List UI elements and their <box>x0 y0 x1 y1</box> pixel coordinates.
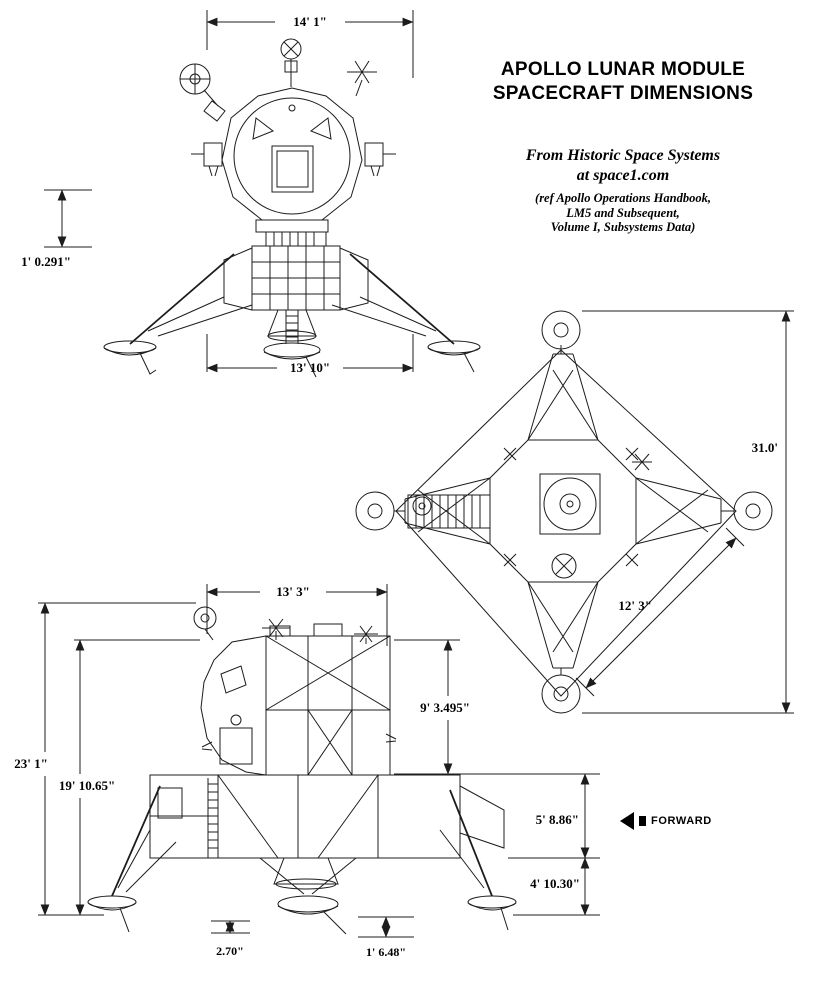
forward-arrow-icon <box>620 812 634 830</box>
front-view-drawing: 14' 1" 1' 0.291" 13' 10" <box>21 10 481 378</box>
forward-indicator: FORWARD <box>620 812 712 830</box>
page-title-line1: APOLLO LUNAR MODULE <box>500 59 746 80</box>
side-dim-ascent-height: 9' 3.495" <box>420 700 470 715</box>
front-dim-left-height: 1' 0.291" <box>21 254 71 269</box>
front-ascent-stage <box>191 87 396 247</box>
source-attribution: From Historic Space Systems at space1.co… <box>455 146 791 186</box>
reference-line3: Volume I, Subsystems Data) <box>550 220 696 234</box>
side-dim-descent-height: 5' 8.86" <box>536 812 579 827</box>
side-view-drawing: 13' 3" 23' 1" 19' 10.65" 9' 3.495" 5' 8.… <box>14 584 600 959</box>
front-antennas <box>179 38 377 122</box>
forward-arrow-shaft <box>639 816 646 826</box>
side-antennas <box>193 606 378 644</box>
side-dimension-lines <box>38 584 600 938</box>
top-dim-overall-height: 31.0' <box>752 440 778 455</box>
reference-line1: (ref Apollo Operations Handbook, <box>535 191 711 205</box>
side-landing-gear <box>87 785 517 935</box>
side-ascent-stage <box>200 623 397 776</box>
forward-label: FORWARD <box>651 815 712 827</box>
top-outriggers <box>394 345 734 675</box>
front-dim-top-width: 14' 1" <box>293 14 327 29</box>
top-dimension-lines <box>575 310 794 714</box>
side-dim-probe-b: 1' 6.48" <box>366 945 406 959</box>
source-line2: at space1.com <box>576 167 670 184</box>
reference-line2: LM5 and Subsequent, <box>566 205 680 220</box>
reference-note: (ref Apollo Operations Handbook, LM5 and… <box>455 191 791 235</box>
page-title-line2: SPACECRAFT DIMENSIONS <box>492 83 754 104</box>
side-dim-upper-height: 19' 10.65" <box>59 778 115 793</box>
top-footpads <box>355 310 773 714</box>
source-line1: From Historic Space Systems <box>525 147 721 164</box>
side-dim-overall-height: 23' 1" <box>14 756 48 771</box>
front-descent-stage <box>223 245 369 342</box>
front-dim-bottom-width: 13' 10" <box>290 360 330 375</box>
top-dim-edge-width: 12' 3" <box>618 598 652 613</box>
title-block: APOLLO LUNAR MODULE SPACECRAFT DIMENSION… <box>455 58 791 235</box>
side-dim-gear-height: 4' 10.30" <box>530 876 580 891</box>
top-view-drawing: 31.0' 12' 3" <box>355 310 794 714</box>
side-dim-probe-a: 2.70" <box>216 944 244 958</box>
top-ascent-details <box>407 447 652 579</box>
front-landing-gear <box>103 253 481 378</box>
front-dimension-lines <box>44 10 414 373</box>
side-dim-top-width: 13' 3" <box>276 584 310 599</box>
